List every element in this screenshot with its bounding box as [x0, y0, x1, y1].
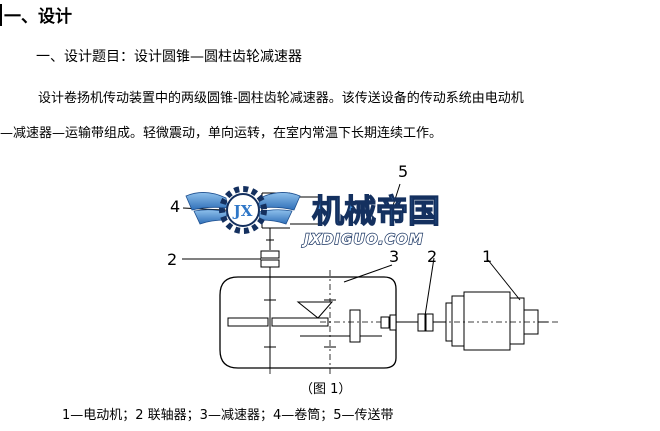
callout-2-upper: 2: [167, 250, 177, 269]
reducer-housing: [219, 270, 397, 376]
callout-4: 4: [170, 197, 180, 216]
callout-2-right: 2: [427, 247, 437, 266]
design-title: 一、设计题目：设计圆锥—圆柱齿轮减速器: [36, 49, 302, 65]
section-heading-text: 一、设计: [4, 7, 72, 27]
brand-name: 机械帝国: [312, 192, 440, 230]
callout-1: 1: [482, 247, 492, 266]
watermark-logo: JX 机械帝国 JXDIGUO.COM: [185, 186, 441, 249]
figure-legend: 1—电动机；2 联轴器；3—减速器；4—卷筒；5—传送带: [62, 408, 394, 423]
brand-url: JXDIGUO.COM: [301, 232, 424, 248]
motor: [440, 291, 560, 351]
heading-bar: [0, 4, 2, 26]
description-line-1: 设计卷扬机传动装置中的两级圆锥-圆柱齿轮减速器。该传送设备的传动系统由电动机: [38, 91, 524, 106]
drum-shaft: [266, 228, 274, 250]
callout-3: 3: [389, 247, 399, 266]
logo-monogram: JX: [232, 202, 253, 220]
section-heading: 一、设计: [0, 2, 72, 32]
callout-5: 5: [398, 162, 408, 181]
description-line-2: —减速器—运输带组成。轻微震动，单向运转，在室内常温下长期连续工作。: [0, 126, 443, 141]
coupling-right: [380, 313, 446, 332]
figure-caption: （图 1）: [300, 382, 352, 397]
